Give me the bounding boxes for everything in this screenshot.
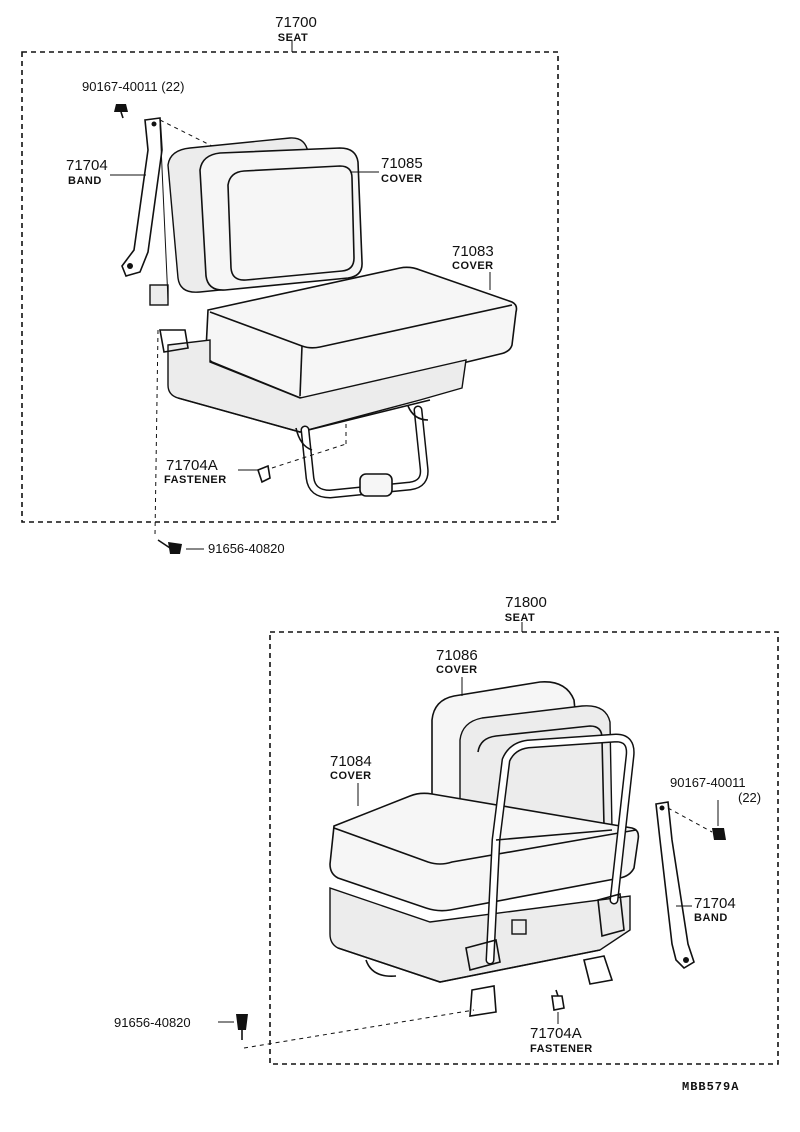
top-fastener-name: FASTENER xyxy=(164,474,227,486)
bottom-cushion-cover-name: COVER xyxy=(330,770,372,782)
bottom-seat-number: 71800 xyxy=(505,594,547,611)
bottom-cushion-cover-number: 71084 xyxy=(330,753,372,770)
bottom-front-foot xyxy=(469,985,497,1017)
bottom-fastener-number: 71704A xyxy=(530,1025,582,1042)
top-fastener-71704A xyxy=(257,420,347,484)
top-seat-name: SEAT xyxy=(278,32,309,44)
top-seat-base xyxy=(167,339,467,433)
top-back-cover-number: 71085 xyxy=(381,155,423,172)
bottom-bolt-91656 xyxy=(236,1014,248,1040)
top-cushion-cover-name: COVER xyxy=(452,260,494,272)
top-back-cover-name: COVER xyxy=(381,173,423,185)
top-band-number: 71704 xyxy=(66,157,108,174)
bottom-back-cover-number: 71086 xyxy=(436,647,478,664)
bottom-band-name: BAND xyxy=(694,912,728,924)
bottom-seat-name: SEAT xyxy=(505,612,536,624)
top-side-bracket xyxy=(149,284,169,306)
top-band-71704 xyxy=(121,117,163,277)
bottom-bolt-right-number: 90167-40011 xyxy=(670,775,746,790)
bottom-fastener-71704A xyxy=(551,989,565,1011)
top-bolt-label: 90167-40011 (22) xyxy=(82,79,184,94)
top-back-cover-71085 xyxy=(199,147,363,291)
bottom-cushion-cover-71084 xyxy=(329,792,640,912)
bottom-band-number: 71704 xyxy=(694,895,736,912)
top-seat-assembly: 71700 SEAT 90167-40011 (22 xyxy=(21,14,559,556)
bottom-fastener-name: FASTENER xyxy=(530,1043,593,1055)
top-assembly-frame xyxy=(21,51,559,523)
bottom-rear-foot xyxy=(583,955,614,985)
top-seat-number: 71700 xyxy=(275,14,317,31)
bottom-bolt-right-qty: (22) xyxy=(738,790,761,805)
bottom-assembly-frame xyxy=(269,631,779,1065)
top-band-name: BAND xyxy=(68,175,102,187)
top-leg-grip xyxy=(359,473,393,497)
bottom-back-cover-name: COVER xyxy=(436,664,478,676)
top-cushion-cover-number: 71083 xyxy=(452,243,494,260)
top-bolt-91656 xyxy=(157,539,182,554)
bottom-band-71704 xyxy=(655,801,695,970)
bottom-bolt-90167 xyxy=(712,828,726,840)
bottom-seat-assembly: 71800 SEAT 90167-40011 ( xyxy=(114,594,779,1065)
bottom-frame-clamp xyxy=(465,939,501,971)
drawing-code: MBB579A xyxy=(682,1080,739,1094)
bottom-left-bolt-label: 91656-40820 xyxy=(114,1015,191,1030)
top-bottom-bolt-label: 91656-40820 xyxy=(208,541,285,556)
top-bolt-90167 xyxy=(114,104,128,119)
top-fastener-number: 71704A xyxy=(166,457,218,474)
